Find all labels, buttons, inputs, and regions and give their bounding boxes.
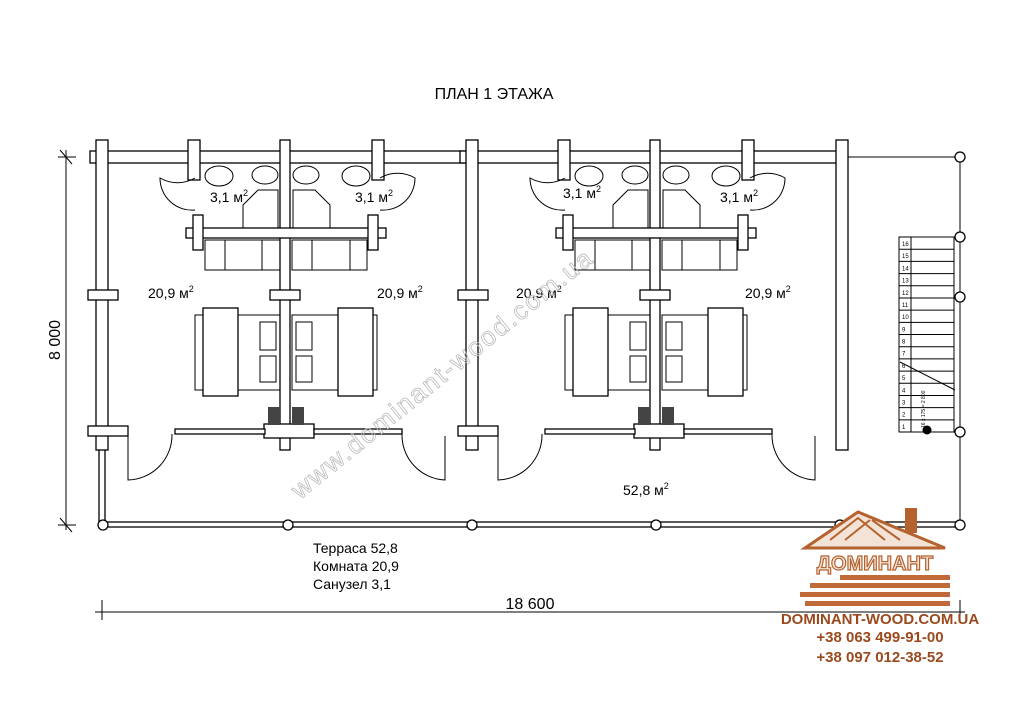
room-area-3: 20,9 м2 [516, 284, 562, 301]
depth-dimension: 8 000 [47, 149, 76, 533]
stair-step-number: 16 [902, 242, 909, 248]
watermark: www.dominant-wood.com.ua [284, 242, 599, 505]
plan-title: ПЛАН 1 ЭТАЖА [435, 86, 554, 103]
stair-step-number: 14 [902, 266, 909, 272]
terrace-outline [97, 151, 966, 531]
stair-step-number: 7 [902, 352, 906, 358]
stair-step-number: 11 [902, 303, 909, 309]
right-wall [835, 139, 849, 451]
unit-left [87, 139, 476, 481]
stair-step-number: 12 [902, 291, 909, 297]
stair-step-number: 2 [902, 413, 906, 419]
terrace-area: 52,8 м2 [623, 481, 669, 498]
area-legend: Терраса 52,8 Комната 20,9 Санузел 3,1 [313, 540, 399, 592]
svg-text:16 x 175 = 2 800: 16 x 175 = 2 800 [921, 390, 927, 428]
bath-area-1: 3,1 м2 [210, 188, 248, 205]
stair-step-number: 1 [902, 425, 906, 431]
svg-text:Комната 20,9: Комната 20,9 [313, 558, 399, 574]
stair-step-number: 9 [902, 327, 906, 333]
stair-step-number: 8 [902, 340, 906, 346]
svg-text:Санузел 3,1: Санузел 3,1 [313, 576, 391, 592]
room-area-4: 20,9 м2 [745, 284, 791, 301]
brand-site[interactable]: DOMINANT-WOOD.COM.UA [781, 611, 979, 628]
stair-step-number: 5 [902, 376, 906, 382]
stair-step-number: 10 [902, 315, 909, 321]
stair-step-number: 15 [902, 254, 909, 260]
brand-phone-2: +38 097 012-38-52 [816, 649, 943, 666]
svg-text:Терраса 52,8: Терраса 52,8 [313, 540, 398, 556]
bath-area-2: 3,1 м2 [355, 188, 393, 205]
stair-step-number: 6 [902, 364, 906, 370]
width-label: 18 600 [506, 596, 555, 613]
depth-label: 8 000 [47, 320, 64, 360]
bath-area-4: 3,1 м2 [720, 188, 758, 205]
brand-logo: ДОМИНАНТ [800, 508, 950, 606]
area-labels: 3,1 м2 3,1 м2 3,1 м2 3,1 м2 20,9 м2 20,9… [148, 184, 791, 498]
svg-text:ДОМИНАНТ: ДОМИНАНТ [817, 553, 933, 575]
brand-phone-1: +38 063 499-91-00 [816, 629, 943, 646]
stair-step-number: 3 [902, 400, 906, 406]
room-area-1: 20,9 м2 [148, 284, 194, 301]
stair-step-number: 13 [902, 279, 909, 285]
stair-step-number: 4 [902, 388, 906, 394]
room-area-2: 20,9 м2 [377, 284, 423, 301]
width-dimension: 18 600 [95, 596, 965, 620]
bath-area-3: 3,1 м2 [563, 184, 601, 201]
